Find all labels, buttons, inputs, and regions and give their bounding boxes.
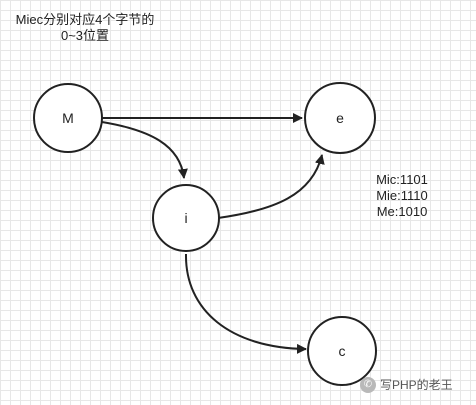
- bit-code-mic: Mic:1101: [376, 172, 428, 187]
- edge-i-to-c: [184, 253, 307, 354]
- node-c[interactable]: c: [307, 316, 377, 386]
- wechat-icon: ✆: [360, 376, 376, 393]
- edge-m-to-i: [101, 121, 188, 179]
- edge-i-to-e: [217, 154, 325, 219]
- node-i[interactable]: i: [152, 184, 220, 252]
- bit-codes-list: Mic:1101 Mie:1110 Me:1010: [372, 172, 432, 220]
- node-m-label: M: [62, 110, 74, 126]
- node-e-label: e: [336, 110, 344, 126]
- node-i-label: i: [184, 210, 187, 226]
- node-m[interactable]: M: [33, 83, 103, 153]
- bit-code-mie: Mie:1110: [376, 188, 428, 203]
- watermark: ✆ 写PHP的老王: [360, 376, 453, 393]
- diagram-caption: Miec分别对应4个字节的 0~3位置: [0, 12, 170, 44]
- watermark-text: 写PHP的老王: [380, 378, 453, 392]
- caption-line-2: 0~3位置: [60, 28, 110, 43]
- bit-code-me: Me:1010: [376, 204, 428, 219]
- node-e[interactable]: e: [304, 82, 376, 154]
- node-c-label: c: [339, 343, 346, 359]
- caption-line-1: Miec分别对应4个字节的: [15, 12, 155, 27]
